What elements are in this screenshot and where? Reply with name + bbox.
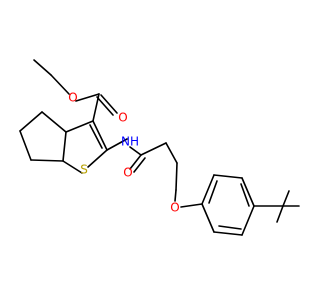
bond-ester-carbonyl-double-outer: [100, 94, 118, 114]
bond-cyclopentane-c5-c6: [19, 130, 32, 161]
bond-cyclopentane-c6-c1: [30, 159, 64, 162]
bond-ethyl-ch2: [50, 74, 70, 95]
bond-thiophene-c5-c3-outer: [92, 120, 108, 151]
atom-label-layer: O O NH S O O: [68, 91, 179, 215]
bond-thiophene-c1-s: [62, 160, 83, 174]
bond-ethyl-ch3: [33, 59, 52, 76]
bond-thiophene-c2-c1: [62, 131, 67, 162]
bond-layer: [19, 59, 300, 236]
bond-thiophene-c3-c2: [65, 120, 94, 133]
bond-chain-c1-c2: [165, 142, 178, 164]
bond-thiophene-s-c5: [87, 149, 108, 168]
bond-ester-carbonyl-double-inner: [96, 96, 114, 116]
bond-amide-carbon-to-chain: [140, 142, 167, 156]
amide-nitrogen-label: NH: [121, 135, 139, 149]
thiophene-sulfur-label: S: [80, 163, 88, 177]
bond-phenyl-inner-c: [218, 225, 242, 230]
molecule-structure: O O NH S O O: [19, 59, 300, 236]
bond-tert-butyl-up: [282, 190, 290, 207]
bond-amide-carbonyl-double-inner: [133, 157, 146, 173]
bond-phenyl-f: [201, 203, 215, 233]
ester-link-oxygen-label: O: [68, 91, 77, 105]
bond-cyclopentane-c4-c5: [19, 111, 43, 132]
bond-phenyl-b: [213, 174, 243, 179]
bond-nitrogen-to-amide-carbon: [129, 146, 142, 156]
bond-chain-c2-c3: [175, 162, 178, 191]
bond-phenyl-e: [213, 231, 243, 236]
bond-tert-butyl-down: [276, 205, 284, 223]
bond-amide-carbonyl-double-outer: [129, 154, 142, 170]
molecule-canvas: O O NH S O O: [19, 59, 300, 236]
bond-phenyl-inner-b: [240, 183, 250, 207]
bond-phenyl-d: [241, 205, 255, 236]
bond-thiophene-c5-c3-inner: [89, 124, 103, 149]
bond-chain-to-ether-oxygen: [174, 189, 177, 202]
ether-oxygen-label: O: [170, 201, 179, 215]
bond-phenyl-c: [241, 177, 255, 207]
ester-carbonyl-oxygen-label: O: [118, 111, 127, 125]
bond-cyclopentane-c2-c4: [41, 111, 67, 133]
bond-ester-to-thiophene: [92, 93, 100, 122]
bond-ether-oxygen-to-phenyl: [180, 203, 203, 208]
bond-phenyl-a: [201, 174, 215, 205]
bond-ester-oxygen-carbon: [75, 93, 100, 102]
amide-oxygen-label: O: [123, 166, 132, 180]
bond-phenyl-inner-a: [208, 180, 218, 204]
bond-thiophene-to-nitrogen: [106, 138, 128, 151]
